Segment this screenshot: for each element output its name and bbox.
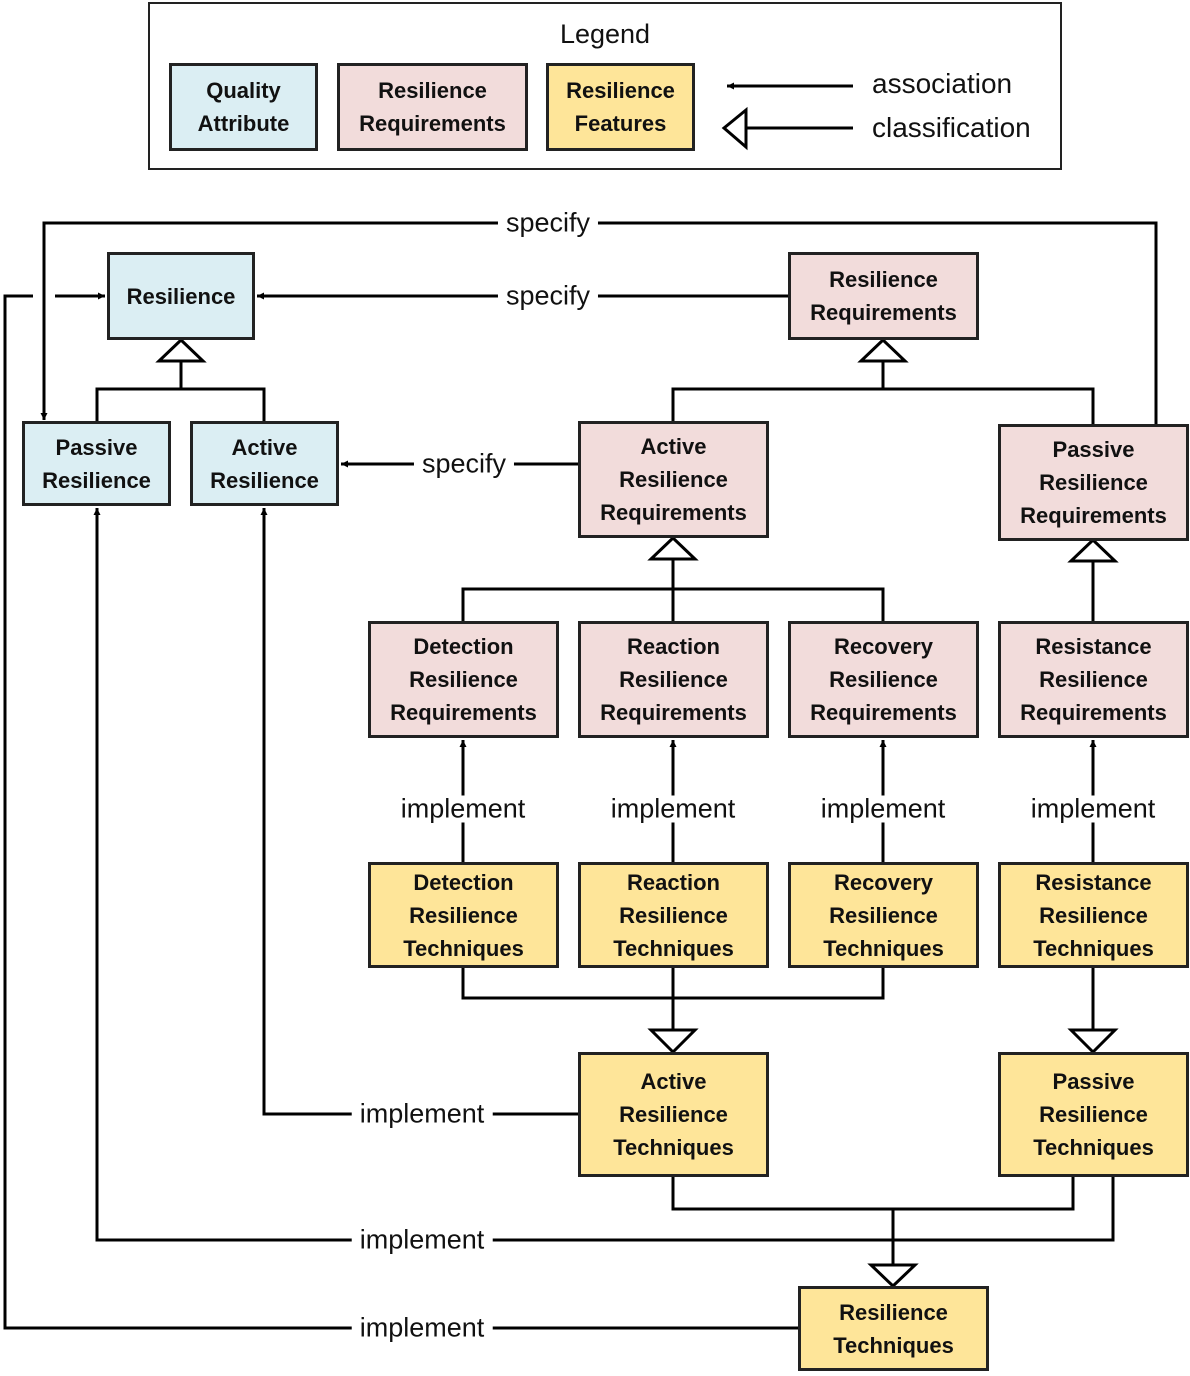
edge-label-specify: specify	[497, 282, 599, 310]
node-recovery-resilience-techniques: Recovery Resilience Techniques	[788, 862, 979, 968]
node-resilience: Resilience	[107, 252, 255, 340]
node-active-resilience-techniques: Active Resilience Techniques	[578, 1052, 769, 1177]
legend-resilience-requirements: Resilience Requirements	[337, 63, 528, 151]
edge-label-specify: specify	[497, 209, 599, 237]
edge-label-implement: implement	[1022, 795, 1164, 823]
legend-resilience-features: Resilience Features	[546, 63, 695, 151]
legend: Legend	[148, 2, 1062, 170]
node-passive-resilience-requirements: Passive Resilience Requirements	[998, 424, 1189, 541]
node-detection-resilience-techniques: Detection Resilience Techniques	[368, 862, 559, 968]
node-reaction-resilience-techniques: Reaction Resilience Techniques	[578, 862, 769, 968]
node-resilience-requirements: Resilience Requirements	[788, 252, 979, 340]
edge-label-implement: implement	[351, 1314, 493, 1342]
node-recovery-resilience-requirements: Recovery Resilience Requirements	[788, 621, 979, 738]
edge-label-implement: implement	[812, 795, 954, 823]
node-resistance-resilience-requirements: Resistance Resilience Requirements	[998, 621, 1189, 738]
node-active-resilience-requirements: Active Resilience Requirements	[578, 421, 769, 538]
specify-passive-edge	[40, 221, 1158, 424]
node-passive-resilience: Passive Resilience	[22, 421, 171, 506]
legend-classification-label: classification	[872, 112, 1031, 143]
edge-label-implement: implement	[392, 795, 534, 823]
legend-quality-attribute: Quality Attribute	[169, 63, 318, 151]
node-active-resilience: Active Resilience	[190, 421, 339, 506]
edge-label-implement: implement	[351, 1100, 493, 1128]
legend-association-label: association	[872, 68, 1013, 99]
legend-title: Legend	[559, 19, 651, 49]
edge-label-implement: implement	[351, 1226, 493, 1254]
node-passive-resilience-techniques: Passive Resilience Techniques	[998, 1052, 1189, 1177]
node-reaction-resilience-requirements: Reaction Resilience Requirements	[578, 621, 769, 738]
node-resistance-resilience-techniques: Resistance Resilience Techniques	[998, 862, 1189, 968]
node-resilience-techniques: Resilience Techniques	[798, 1286, 989, 1371]
edge-label-specify: specify	[413, 450, 515, 478]
edge-label-implement: implement	[602, 795, 744, 823]
node-detection-resilience-requirements: Detection Resilience Requirements	[368, 621, 559, 738]
